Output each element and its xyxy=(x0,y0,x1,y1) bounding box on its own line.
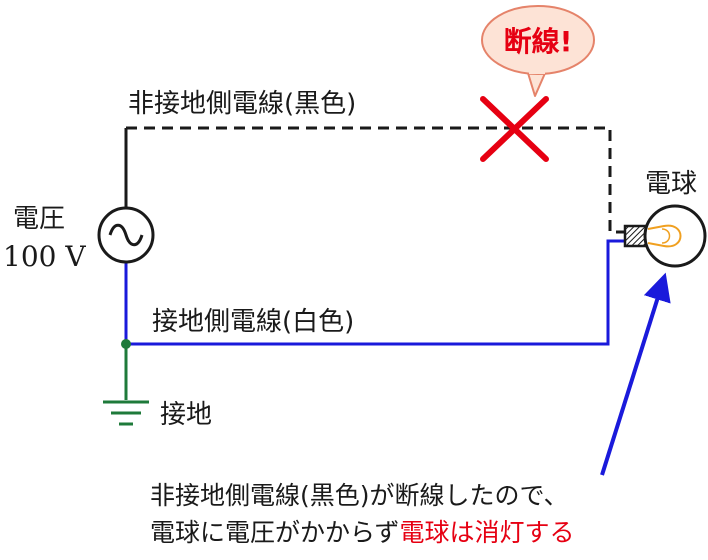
neutral-wire xyxy=(124,239,626,346)
ground-wire xyxy=(121,339,131,400)
callout-bubble: 断線! xyxy=(481,5,595,97)
cross-mark-icon xyxy=(480,96,549,162)
note-line-2-prefix: 電球に電圧がかからず xyxy=(150,518,400,547)
note-line-2-highlight: 電球は消灯する xyxy=(400,518,575,547)
light-bulb-icon xyxy=(623,204,707,268)
pointer-arrow-icon xyxy=(600,272,671,476)
bulb-label: 電球 xyxy=(645,169,697,199)
note-line-2: 電球に電圧がかからず電球は消灯する xyxy=(150,518,575,547)
callout-text: 断線! xyxy=(504,25,573,58)
ac-source-icon xyxy=(97,206,155,264)
hot-wire-label: 非接地側電線(黒色) xyxy=(128,89,356,119)
ground-label: 接地 xyxy=(160,400,212,430)
note-line-1: 非接地側電線(黒色)が断線したので、 xyxy=(150,481,569,510)
source-name-label: 電圧 xyxy=(13,204,65,234)
neutral-wire-label: 接地側電線(白色) xyxy=(152,307,354,337)
ground-symbol-icon xyxy=(103,400,149,426)
hot-wire xyxy=(124,126,626,234)
source-value-label: 100 V xyxy=(3,240,86,273)
